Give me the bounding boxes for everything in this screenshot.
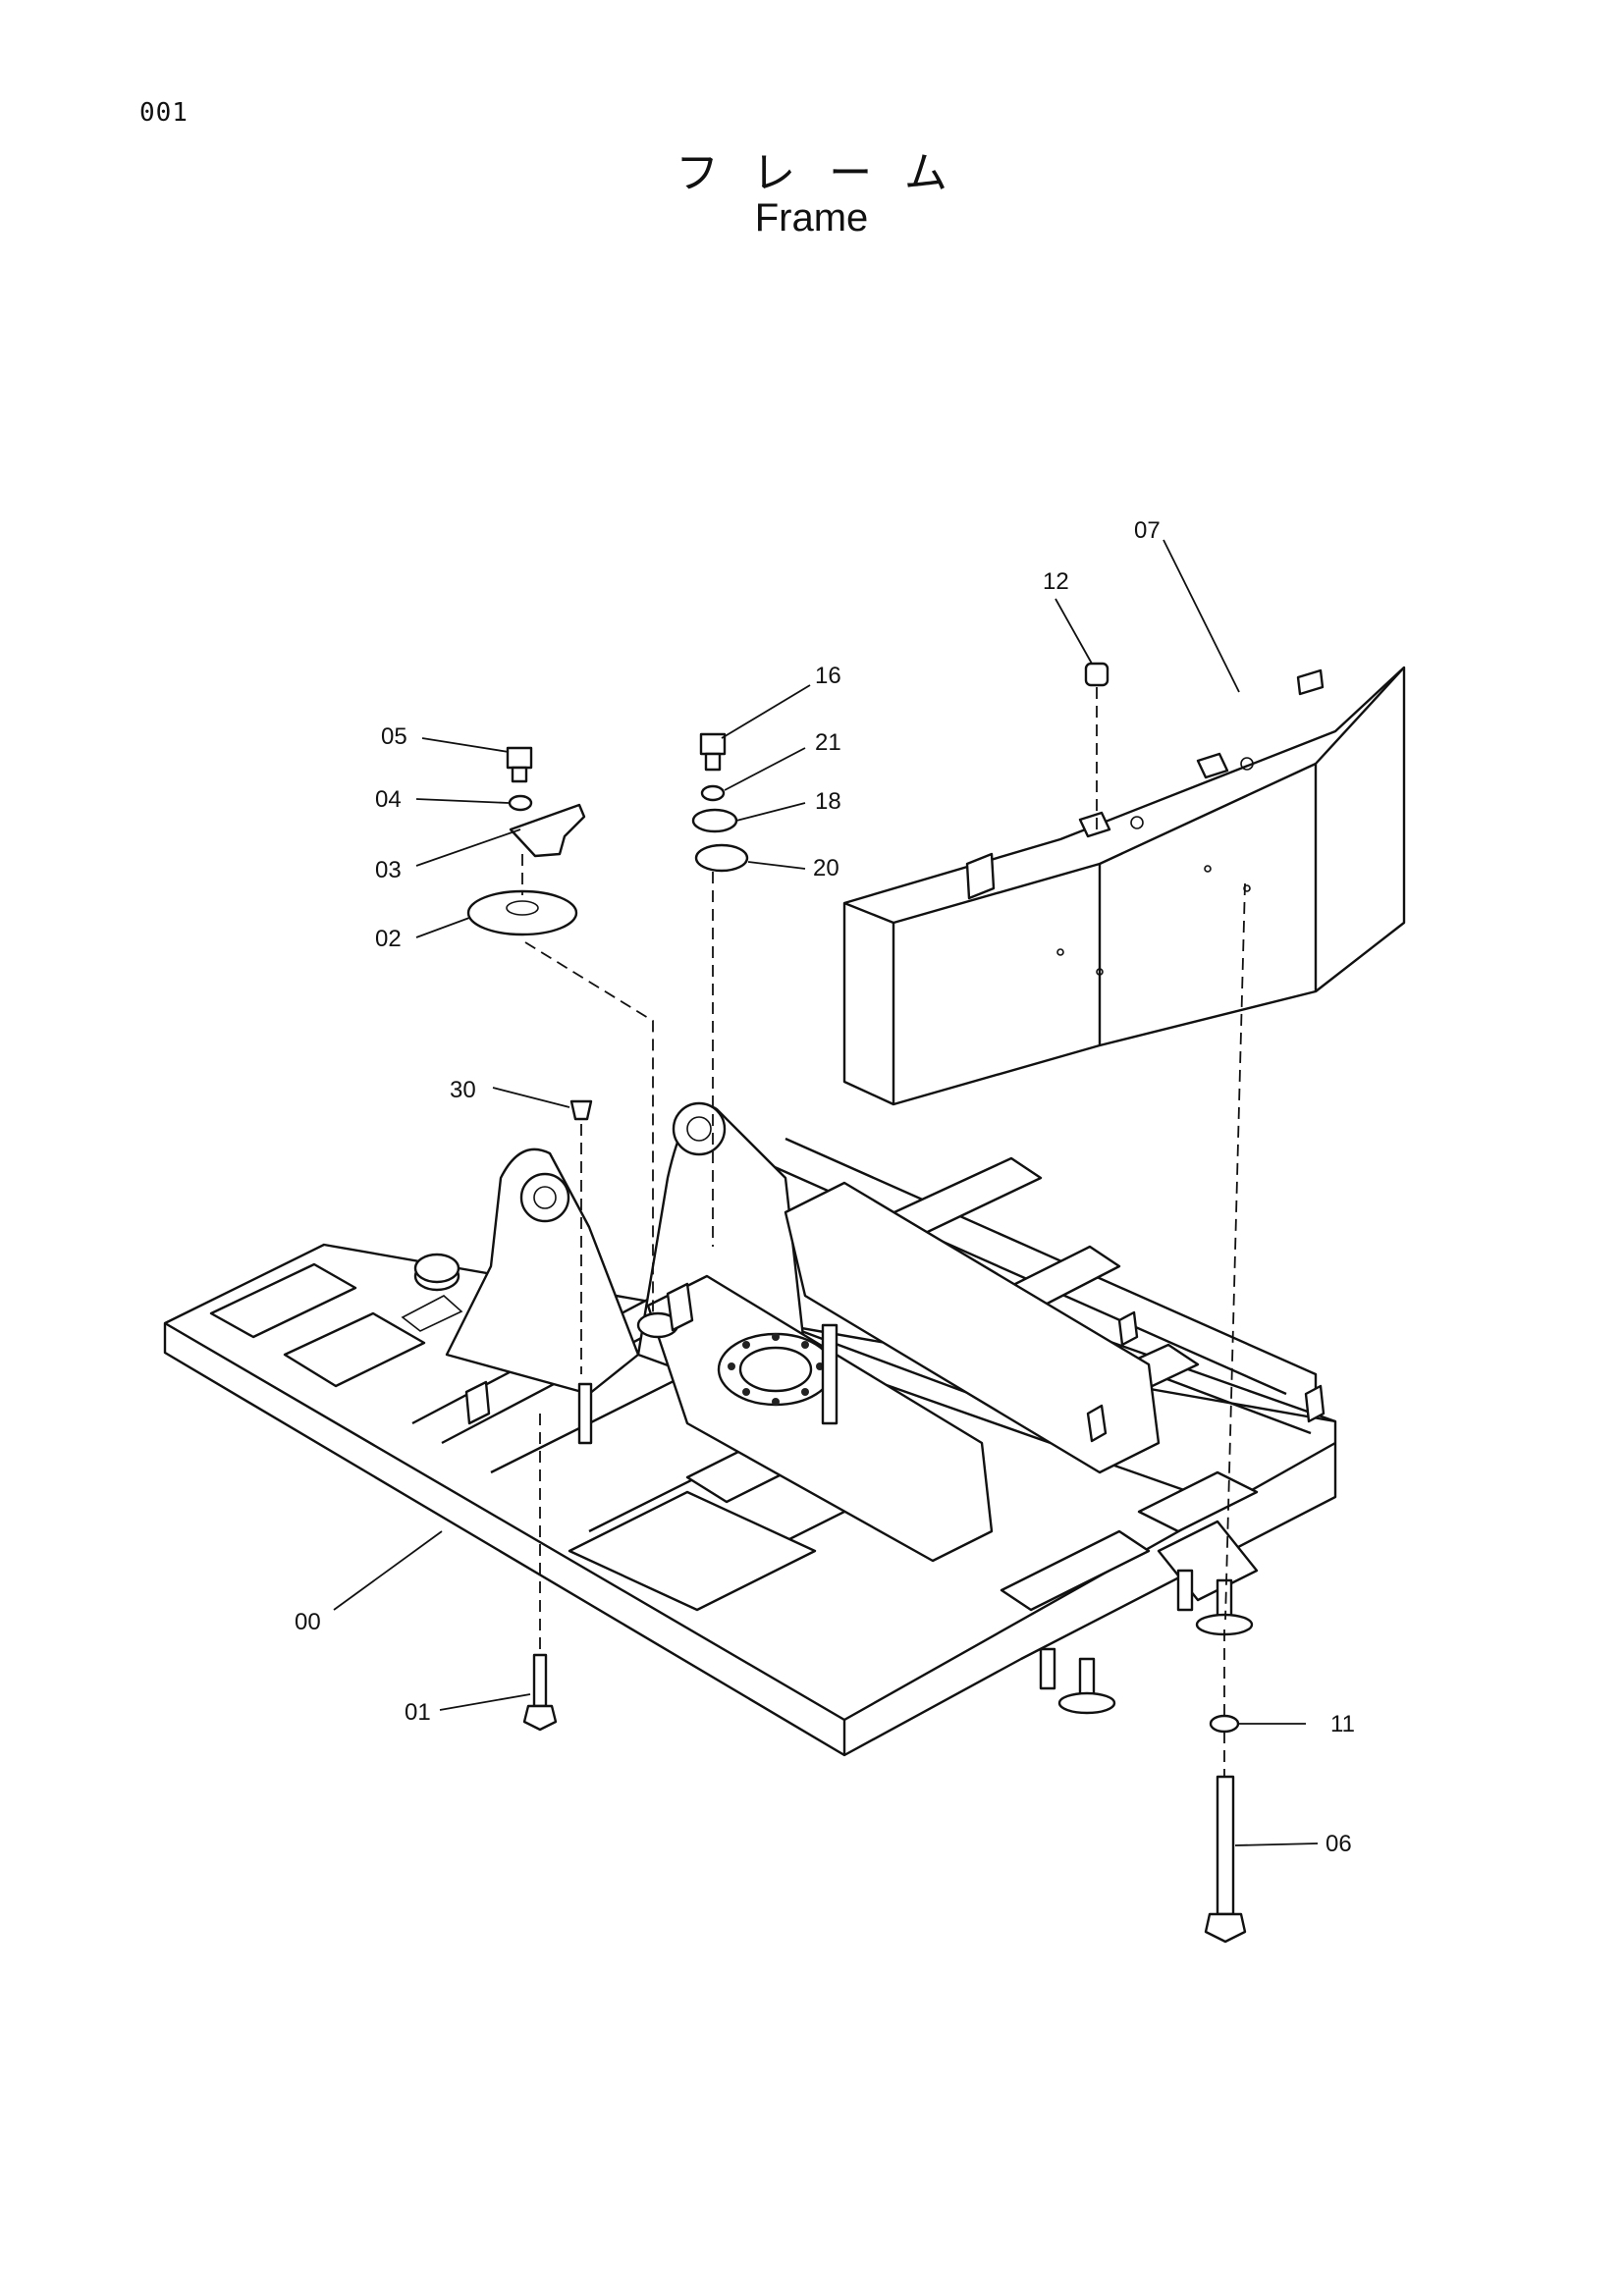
part-11-washer bbox=[1209, 1714, 1240, 1734]
callout-05: 05 bbox=[381, 723, 407, 750]
part-04-washer bbox=[508, 794, 533, 812]
part-06-bolt bbox=[1204, 1775, 1247, 1944]
part-05-bolt bbox=[506, 746, 533, 783]
part-12-plug bbox=[1084, 662, 1109, 687]
counterweight bbox=[842, 666, 1406, 1106]
callout-06: 06 bbox=[1325, 1831, 1352, 1857]
assembly-lines bbox=[521, 687, 1246, 1777]
callout-02: 02 bbox=[375, 926, 402, 952]
part-20-gasket bbox=[694, 843, 749, 873]
part-18-plate bbox=[691, 808, 738, 833]
part-21-washer bbox=[700, 784, 726, 802]
callout-00: 00 bbox=[295, 1609, 321, 1635]
callout-18: 18 bbox=[815, 788, 841, 815]
main-frame bbox=[163, 1101, 1337, 1757]
leader-lines bbox=[333, 539, 1319, 1846]
part-16-bolt bbox=[699, 732, 727, 772]
part-02-spacer bbox=[466, 889, 578, 936]
title-english: Frame bbox=[754, 196, 869, 240]
callout-01: 01 bbox=[405, 1699, 431, 1726]
part-03-plate bbox=[509, 803, 586, 858]
callout-16: 16 bbox=[815, 663, 841, 689]
title-japanese: フレーム bbox=[676, 148, 981, 198]
callout-21: 21 bbox=[815, 729, 841, 756]
callout-20: 20 bbox=[813, 855, 839, 881]
part-01-bolt bbox=[522, 1653, 558, 1732]
callouts: 00 01 02 03 04 05 06 07 11 12 16 18 20 2… bbox=[295, 517, 1355, 1857]
callout-12: 12 bbox=[1043, 568, 1069, 595]
callout-04: 04 bbox=[375, 786, 402, 813]
callout-11: 11 bbox=[1330, 1711, 1355, 1737]
callout-07: 07 bbox=[1134, 517, 1161, 544]
part-30-plug bbox=[569, 1099, 593, 1121]
callout-30: 30 bbox=[450, 1077, 476, 1103]
page-number: 001 bbox=[139, 98, 189, 128]
callout-03: 03 bbox=[375, 857, 402, 883]
